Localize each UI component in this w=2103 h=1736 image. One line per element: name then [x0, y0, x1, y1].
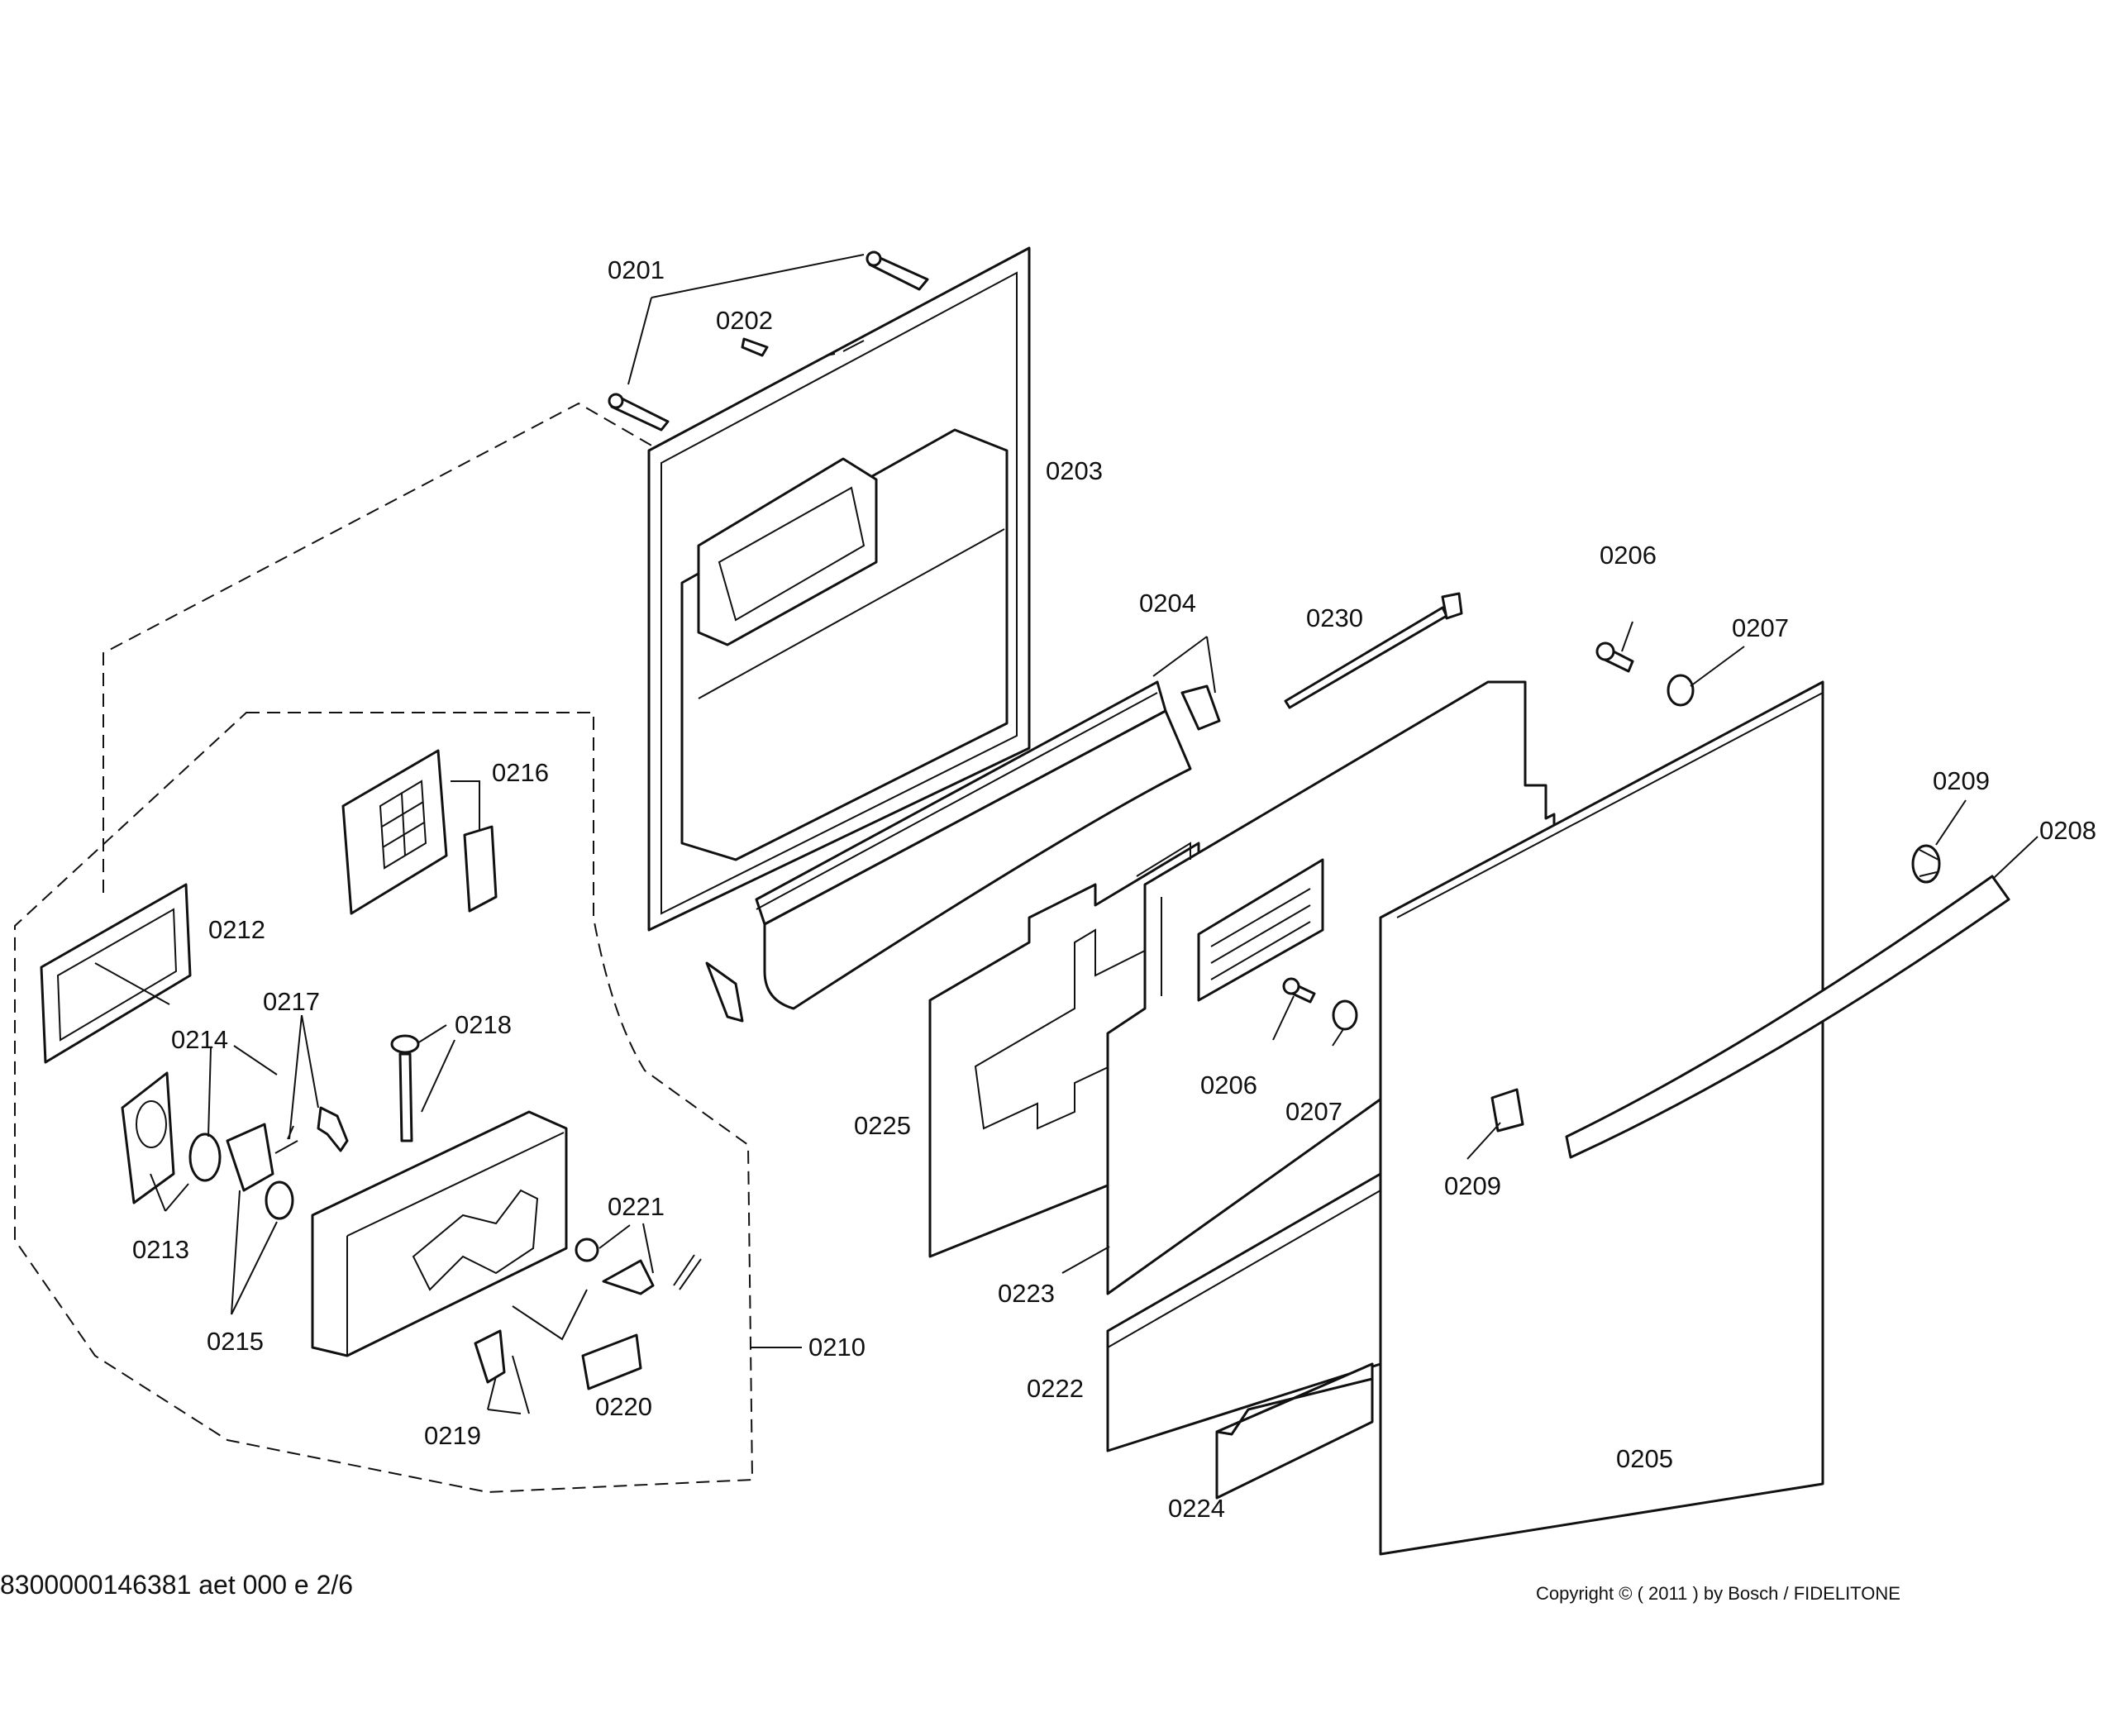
label-0219: 0219 — [424, 1421, 481, 1450]
label-0203: 0203 — [1046, 456, 1103, 485]
part-0202-screw — [741, 337, 769, 357]
label-0207-upper: 0207 — [1732, 613, 1789, 642]
label-0209-upper: 0209 — [1933, 766, 1990, 795]
label-0207-lower: 0207 — [1285, 1097, 1342, 1126]
part-0206-screw-upper — [1595, 641, 1634, 673]
part-0209-knob-lower — [1490, 1088, 1524, 1133]
label-0225: 0225 — [854, 1111, 911, 1140]
part-0207-washer-upper — [1667, 674, 1695, 707]
part-0201-screws — [608, 250, 929, 432]
label-0222: 0222 — [1027, 1374, 1084, 1403]
label-0201: 0201 — [608, 255, 665, 284]
label-0215: 0215 — [207, 1327, 264, 1356]
label-0206-lower: 0206 — [1200, 1071, 1257, 1099]
label-0213: 0213 — [132, 1235, 189, 1264]
leader-lines — [94, 254, 2039, 1414]
label-0202: 0202 — [716, 306, 773, 335]
label-0218: 0218 — [455, 1010, 512, 1039]
label-0230: 0230 — [1306, 603, 1363, 632]
label-0206-upper: 0206 — [1600, 541, 1657, 570]
part-0221-parts — [575, 1238, 702, 1295]
part-0207-washer-lower — [1332, 999, 1358, 1031]
part-0230-cable-tie — [1284, 592, 1463, 709]
control-module-dashed-outline — [14, 402, 754, 1494]
label-0204: 0204 — [1139, 589, 1196, 618]
part-0223-panel — [1106, 680, 1556, 1295]
part-0224-kick-strip — [1215, 1362, 1374, 1500]
part-0213-dispenser-cup — [121, 1071, 175, 1204]
label-0221: 0221 — [608, 1192, 665, 1221]
part-0214-seal-ring — [188, 1133, 222, 1182]
part-labels: 0201 0202 0203 0204 0230 0206 0207 0209 … — [132, 255, 2096, 1523]
part-0203-inner-door — [647, 246, 1031, 932]
label-0208: 0208 — [2039, 816, 2096, 845]
part-0206-screw-lower — [1282, 977, 1316, 1004]
label-0216: 0216 — [492, 758, 549, 787]
part-0209-knob-upper — [1911, 844, 1941, 884]
part-0204-bottom-seal — [705, 680, 1221, 1023]
label-0214: 0214 — [171, 1025, 228, 1054]
copyright-notice: Copyright © ( 2011 ) by Bosch / FIDELITO… — [1536, 1583, 1900, 1604]
part-0219-parts — [474, 1289, 588, 1414]
label-0223: 0223 — [998, 1279, 1055, 1308]
label-0209-lower: 0209 — [1444, 1171, 1501, 1200]
label-0217: 0217 — [263, 987, 320, 1016]
part-0210-dispenser-housing — [311, 1110, 568, 1357]
label-0220: 0220 — [595, 1392, 652, 1421]
part-0208-handle — [1565, 875, 2010, 1159]
part-0215-nozzle — [226, 1123, 294, 1220]
label-0224: 0224 — [1168, 1494, 1225, 1523]
label-0205: 0205 — [1616, 1444, 1673, 1473]
part-0212-frame — [40, 883, 192, 1064]
part-0216-lid — [341, 749, 498, 915]
part-0218-plunger — [390, 1034, 420, 1142]
label-0210: 0210 — [808, 1333, 866, 1362]
drawing-id: 8300000146381 aet 000 e 2/6 — [0, 1570, 353, 1600]
part-0220-switch — [581, 1333, 642, 1390]
label-0212: 0212 — [208, 915, 265, 944]
part-0217-spring-lever — [274, 1106, 349, 1154]
